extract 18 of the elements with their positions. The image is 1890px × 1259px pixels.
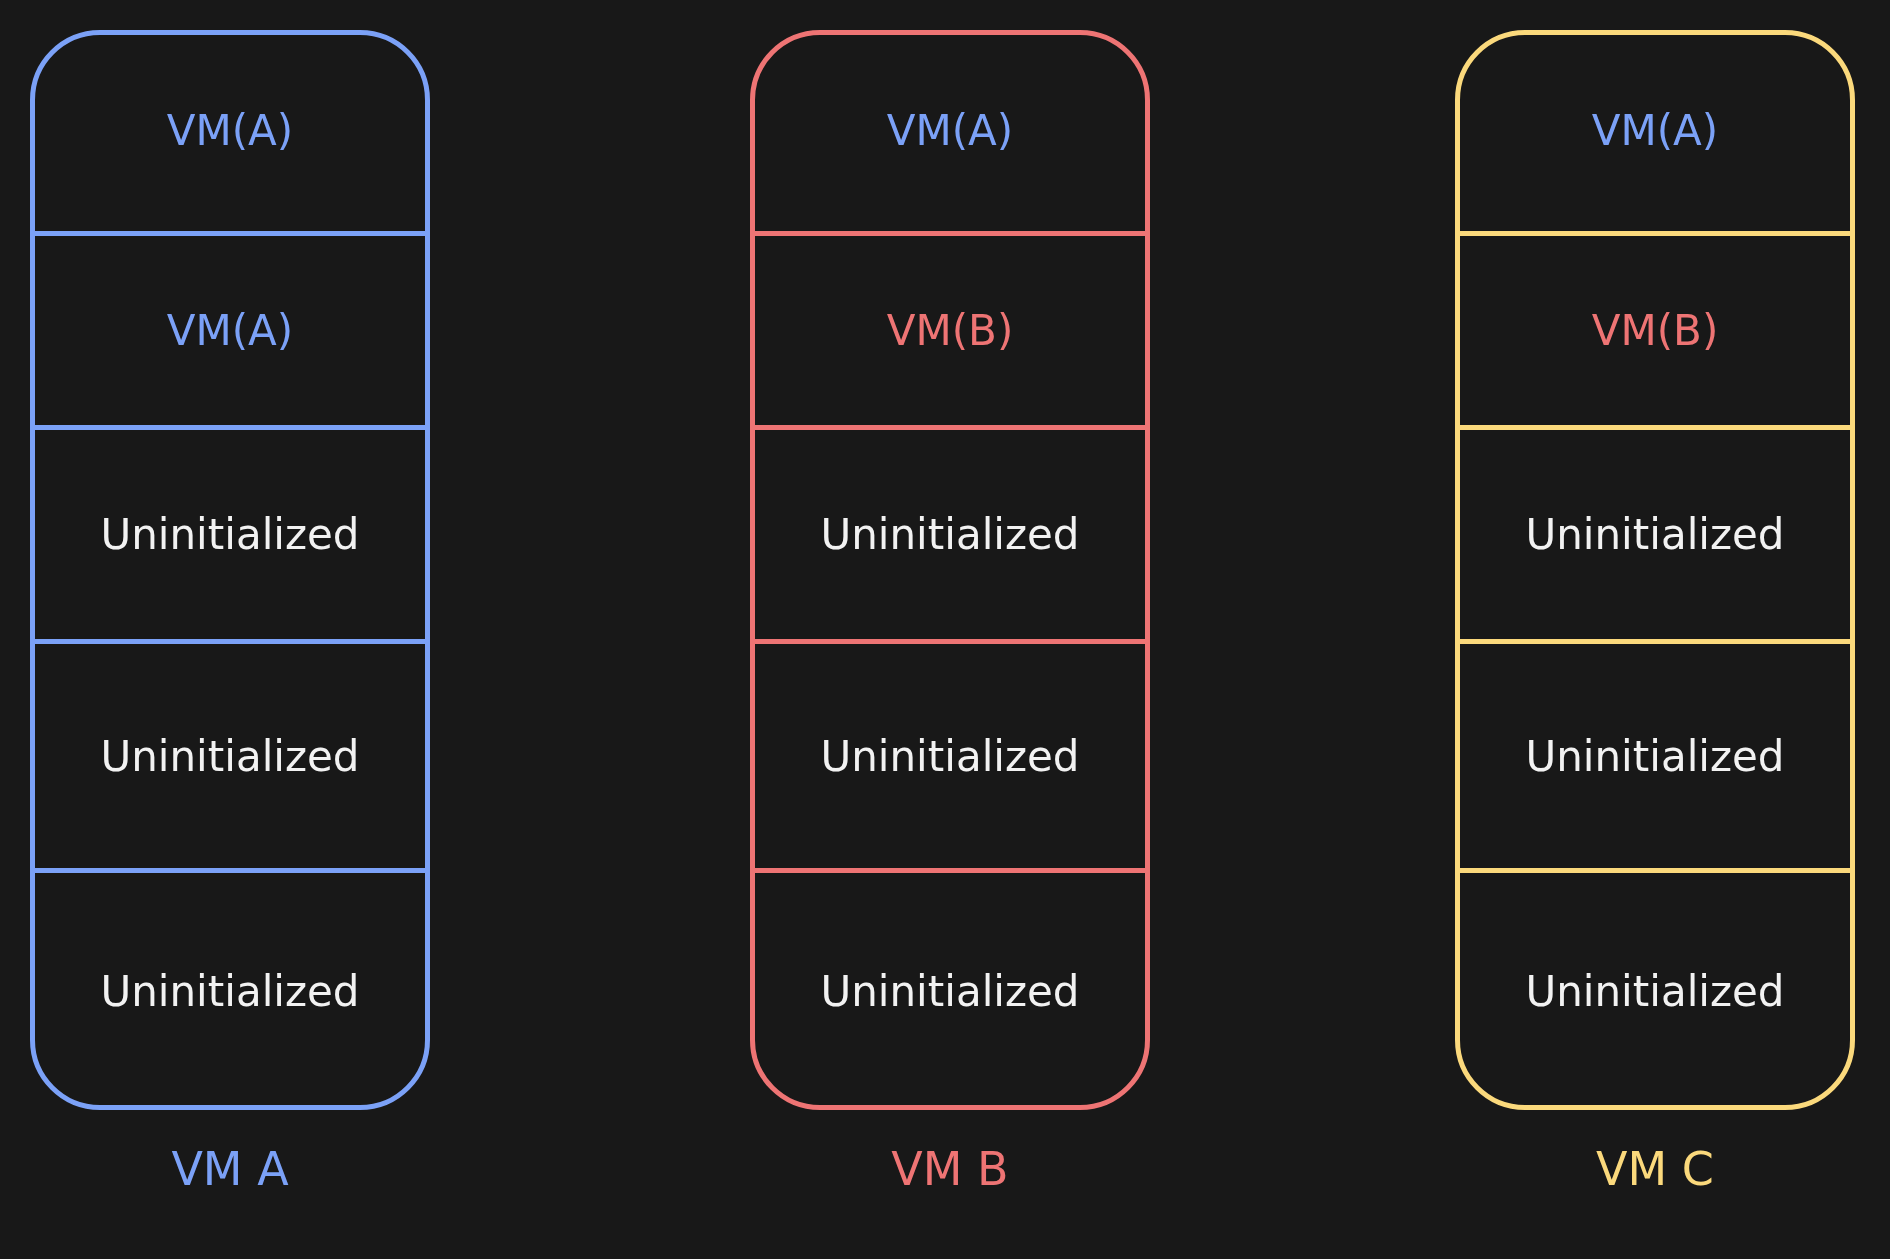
slot-label: VM(A) <box>166 306 294 355</box>
slot-label: VM(B) <box>1591 306 1719 355</box>
slot-label: Uninitialized <box>820 967 1080 1016</box>
slot-label: VM(A) <box>166 106 294 155</box>
slot-label: VM(A) <box>886 106 1014 155</box>
column-title: VM C <box>1595 1142 1715 1196</box>
column-title: VM A <box>170 1142 290 1196</box>
slot-label: Uninitialized <box>820 510 1080 559</box>
slot-label: Uninitialized <box>100 731 360 781</box>
slot-label: Uninitialized <box>820 731 1080 781</box>
slot-label: Uninitialized <box>1525 510 1785 559</box>
slot-label: Uninitialized <box>100 510 360 559</box>
slot-label: Uninitialized <box>1525 731 1785 781</box>
slot-label: VM(B) <box>886 306 1014 355</box>
column-title: VM B <box>890 1142 1010 1196</box>
slot-label: Uninitialized <box>1525 967 1785 1016</box>
slot-label: VM(A) <box>1591 106 1719 155</box>
slot-label: Uninitialized <box>100 967 360 1016</box>
